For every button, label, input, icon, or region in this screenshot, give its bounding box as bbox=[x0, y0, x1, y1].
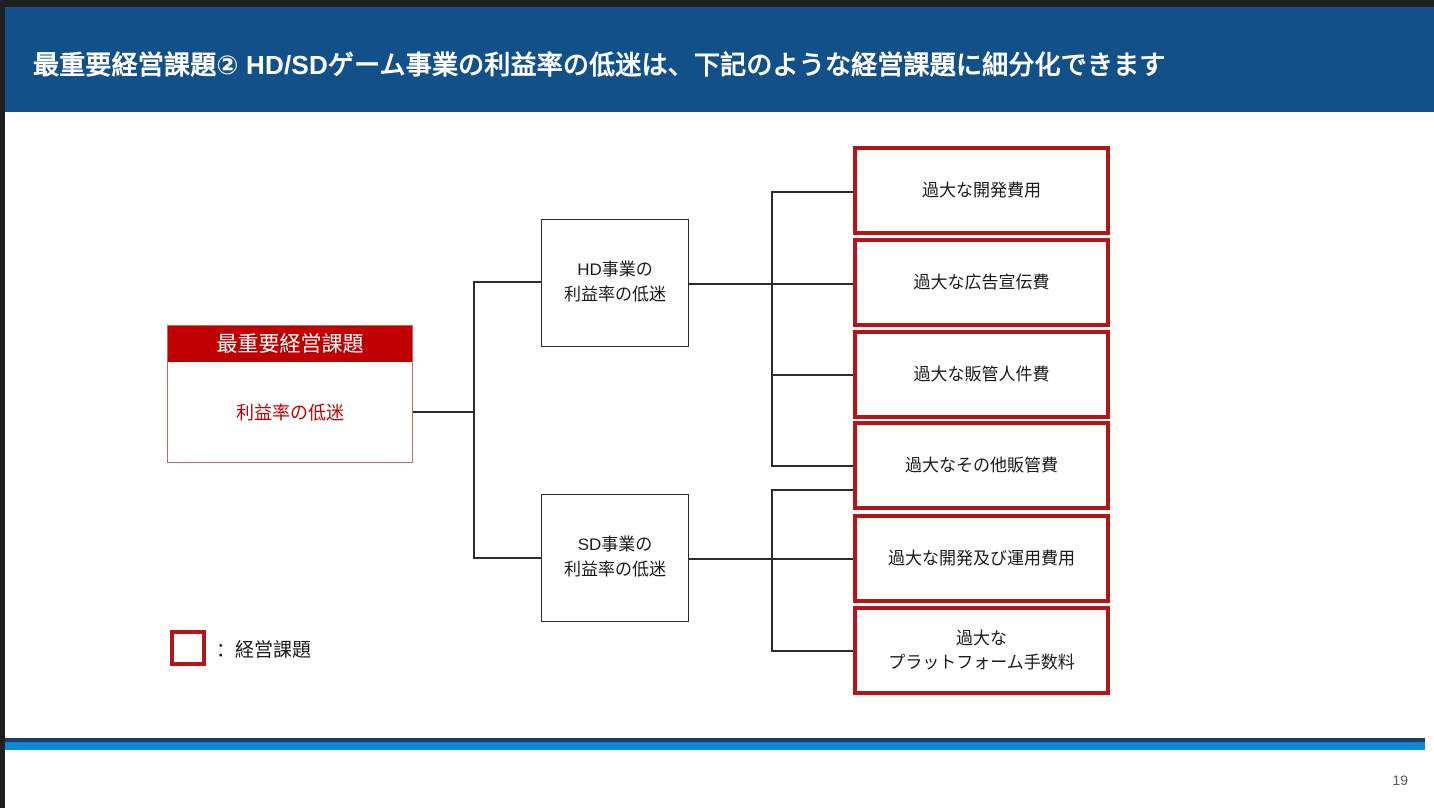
issue-node-1: 過大な開発費用 bbox=[853, 146, 1110, 235]
branch-node-sd: SD事業の 利益率の低迷 bbox=[541, 494, 689, 622]
branch-node-sd-line1: SD事業の bbox=[577, 535, 653, 555]
root-node-body: 利益率の低迷 bbox=[236, 403, 344, 423]
legend-swatch-icon bbox=[170, 630, 206, 666]
issue-node-4: 過大なその他販管費 bbox=[853, 421, 1110, 510]
connector-hd-branch-3 bbox=[771, 374, 855, 376]
connector-sd-branch-3 bbox=[771, 650, 855, 652]
issue-node-3-line1: 過大な販管人件費 bbox=[913, 364, 1050, 384]
issue-node-6-line2: プラットフォーム手数料 bbox=[888, 652, 1075, 672]
left-edge-strip bbox=[0, 0, 5, 808]
issue-node-4-line1: 過大なその他販管費 bbox=[905, 455, 1058, 475]
issue-node-5-line1: 過大な開発及び運用費用 bbox=[888, 548, 1075, 568]
issue-node-6-line1: 過大な bbox=[956, 628, 1007, 648]
branch-node-sd-line2: 利益率の低迷 bbox=[564, 560, 666, 579]
connector-hd-branch-1 bbox=[771, 191, 855, 193]
issue-node-2-line1: 過大な広告宣伝費 bbox=[913, 272, 1050, 292]
connector-hd-branch-2 bbox=[771, 283, 855, 285]
connector-hd-branch-4 bbox=[771, 465, 855, 467]
page-number: 19 bbox=[1392, 772, 1408, 788]
connector-sd-trunk bbox=[771, 489, 773, 651]
issue-node-5: 過大な開発及び運用費用 bbox=[853, 514, 1110, 603]
connector-sd-branch-2 bbox=[771, 558, 855, 560]
connector-hd-out bbox=[689, 283, 773, 285]
connector-to-sd bbox=[473, 557, 541, 559]
connector-to-hd bbox=[473, 281, 541, 283]
connector-sd-branch-1 bbox=[771, 489, 855, 491]
connector-sd-out bbox=[689, 558, 773, 560]
root-node-header: 最重要経営課題 bbox=[168, 326, 412, 362]
issue-node-3: 過大な販管人件費 bbox=[853, 330, 1110, 419]
page-title: 最重要経営課題② HD/SDゲーム事業の利益率の低迷は、下記のような経営課題に細… bbox=[33, 50, 1166, 80]
connector-hd-trunk bbox=[771, 191, 773, 466]
legend: ：経営課題 bbox=[170, 630, 311, 666]
top-edge-strip bbox=[0, 0, 1434, 7]
footer-dark-rule bbox=[5, 738, 1425, 743]
issue-node-6: 過大な プラットフォーム手数料 bbox=[853, 606, 1110, 695]
issue-node-2: 過大な広告宣伝費 bbox=[853, 238, 1110, 327]
legend-label: ：経営課題 bbox=[216, 639, 312, 661]
connector-root-horizontal bbox=[413, 411, 475, 413]
footer-accent-rule bbox=[5, 742, 1425, 750]
slide-title-bar: 最重要経営課題② HD/SDゲーム事業の利益率の低迷は、下記のような経営課題に細… bbox=[5, 7, 1434, 112]
issue-node-1-line1: 過大な開発費用 bbox=[922, 180, 1041, 200]
connector-main-trunk bbox=[473, 281, 475, 558]
root-node-card: 最重要経営課題 利益率の低迷 bbox=[167, 325, 413, 463]
branch-node-hd-line2: 利益率の低迷 bbox=[564, 285, 666, 304]
branch-node-hd-line1: HD事業の bbox=[577, 260, 653, 280]
branch-node-hd: HD事業の 利益率の低迷 bbox=[541, 219, 689, 347]
